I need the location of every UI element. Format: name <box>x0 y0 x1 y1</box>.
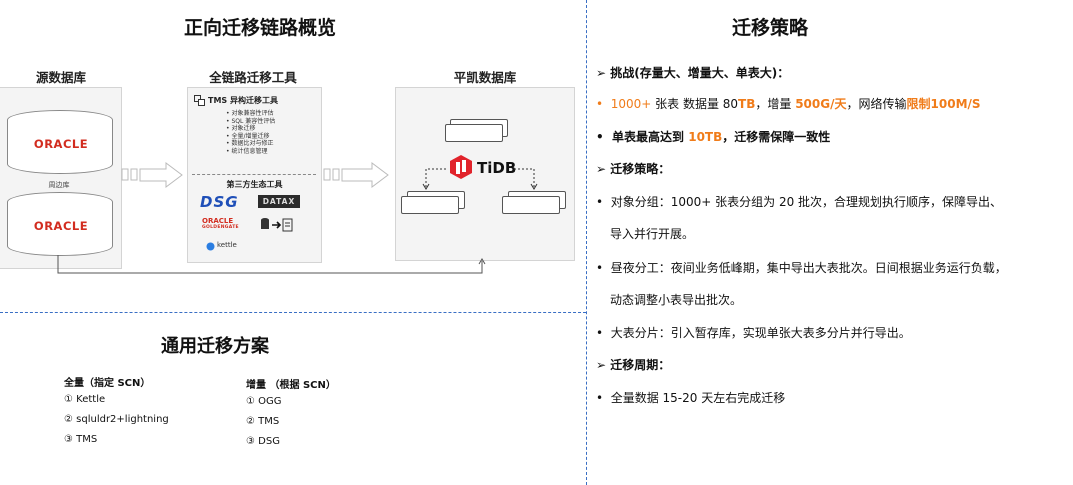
arrow-right-icon <box>323 162 389 188</box>
full-migration-title: 全量（指定 SCN） <box>64 378 151 389</box>
oracle-goldengate-logo: ORACLE GOLDENGATE <box>202 217 239 230</box>
tms-feature: • 对象迁移 <box>226 125 256 132</box>
tools-separator <box>192 174 316 175</box>
tms-feature: • 全量/增量迁移 <box>226 132 270 140</box>
full-migration-item: ① Kettle <box>64 394 106 405</box>
tidb-connector-lines <box>422 168 538 190</box>
bullet-dot-icon: • <box>596 261 611 275</box>
incremental-migration-title: 增量 （根据 SCN） <box>246 380 336 391</box>
tms-icon <box>194 95 205 106</box>
strategy-title: 迁移策略 <box>731 17 808 39</box>
oracle-db-cylinder-2 <box>7 192 113 256</box>
full-migration-item: ③ TMS <box>64 434 98 445</box>
target-db-label: 平凯数据库 <box>453 70 517 85</box>
source-db-label: 源数据库 <box>35 70 86 85</box>
strategy-item-daynight-cont: 动态调整小表导出批次。 <box>610 293 743 307</box>
challenge-heading: ➢ 挑战(存量大、增量大、单表大)： <box>596 66 790 80</box>
cycle-item: • 全量数据 15-20 天左右完成迁移 <box>596 391 786 405</box>
bullet-dot-icon: • <box>596 391 611 405</box>
feedback-line <box>57 255 486 274</box>
challenge-line-1: • 1000+ 张表 数据量 80TB，增量 500G/天，网络传输限制100M… <box>596 97 981 111</box>
oracle-db-cylinder <box>7 110 113 174</box>
kettle-icon <box>206 242 215 251</box>
strategy-item-daynight: • 昼夜分工：夜间业务低峰期，集中导出大表批次。日间根据业务运行负载， <box>596 261 1007 275</box>
arrow-bullet-icon: ➢ <box>596 358 611 372</box>
incremental-migration-item: ② TMS <box>246 416 280 427</box>
kettle-label: kettle <box>217 241 237 249</box>
source-db-panel: ORACLE 周边库 ORACLE <box>0 87 122 269</box>
tidb-logo-text: TiDB <box>477 159 517 177</box>
dsg-logo: DSG <box>200 193 239 211</box>
arrow-right-icon <box>121 162 183 188</box>
overview-title: 正向迁移链路概览 <box>183 17 336 39</box>
storage-node-box <box>502 196 560 214</box>
challenge-line-2: • 单表最高达到 10TB，迁移需保障一致性 <box>596 130 831 144</box>
target-db-panel: TiDB <box>395 87 575 261</box>
bullet-dot-icon: • <box>596 97 611 111</box>
tms-feature-list: • 对象兼容性评估 • SQL 兼容性评估 • 对象迁移 • 全量/增量迁移 •… <box>226 110 275 155</box>
storage-node-box <box>401 196 459 214</box>
strategy-item-sharding: • 大表分片：引入暂存库，实现单张大表多分片并行导出。 <box>596 326 911 340</box>
oracle-logo: ORACLE <box>33 137 89 151</box>
horizontal-divider <box>0 312 586 313</box>
tools-panel: TMS 异构迁移工具 • 对象兼容性评估 • SQL 兼容性评估 • 对象迁移 … <box>187 87 322 263</box>
tms-feature: • 数据比对与修正 <box>226 140 274 147</box>
incremental-migration-item: ③ DSG <box>246 436 280 447</box>
db-to-file-icon <box>261 218 293 232</box>
oracle-logo-2: ORACLE <box>33 219 89 233</box>
incremental-migration-item: ① OGG <box>246 396 282 407</box>
full-migration-item: ② sqluldr2+lightning <box>64 414 169 425</box>
middle-db-label: 周边库 <box>48 181 70 189</box>
bullet-dot-icon: • <box>596 195 611 209</box>
ecosystem-title: 第三方生态工具 <box>226 180 283 189</box>
tidb-logo-icon <box>450 155 472 179</box>
tms-feature: • 对象兼容性评估 <box>226 110 274 117</box>
general-plan-title: 通用迁移方案 <box>161 336 269 357</box>
tms-feature: • 统计信息管理 <box>226 147 268 155</box>
strategy-heading: ➢ 迁移策略： <box>596 162 671 176</box>
cycle-heading: ➢ 迁移周期： <box>596 358 671 372</box>
vertical-divider <box>586 0 587 485</box>
tms-title: TMS 异构迁移工具 <box>208 96 278 105</box>
arrow-bullet-icon: ➢ <box>596 162 611 176</box>
strategy-item-grouping: • 对象分组：1000+ 张表分组为 20 批次，合理规划执行顺序，保障导出、 <box>596 195 1003 209</box>
datax-logo: DATAX <box>258 195 300 208</box>
bullet-dot-icon: • <box>596 326 611 340</box>
arrow-bullet-icon: ➢ <box>596 66 611 80</box>
tidb-node-box <box>445 124 503 142</box>
bullet-dot-icon: • <box>596 130 613 144</box>
strategy-item-grouping-cont: 导入并行开展。 <box>610 227 695 241</box>
tools-label: 全链路迁移工具 <box>209 70 297 85</box>
tms-feature: • SQL 兼容性评估 <box>226 117 276 125</box>
